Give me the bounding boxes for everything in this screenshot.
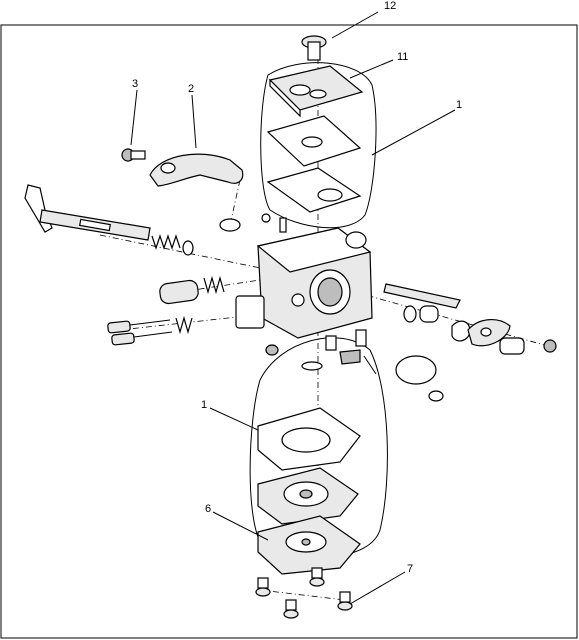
throttle-lever-part [149, 153, 244, 187]
center-line-bottom-screws [259, 589, 346, 601]
throttle-shaft-part [24, 184, 151, 241]
leader-line-1-lower [209, 407, 259, 431]
callout-2: 2 [188, 83, 194, 95]
bottom-screw-part-1 [255, 577, 271, 597]
leader-line-3 [130, 89, 138, 146]
choke-plug-part [159, 279, 199, 305]
leader-line-11 [349, 59, 394, 79]
carburetor-body-part [235, 227, 373, 339]
lower-gasket-group-outline [249, 337, 388, 558]
spring-part-1 [151, 234, 194, 256]
callout-7: 7 [407, 563, 413, 575]
small-screw-part [121, 148, 146, 162]
callout-3: 3 [132, 78, 138, 90]
spring-part-2 [203, 275, 225, 295]
leader-line-7 [349, 571, 406, 605]
bottom-screw-part-4 [337, 591, 353, 611]
pump-diaphragm-part [266, 167, 362, 213]
leader-line-1-upper [371, 109, 456, 156]
choke-lever-part [467, 319, 511, 347]
choke-pin-part [499, 337, 557, 355]
pump-cover-part [268, 65, 364, 118]
choke-shaft-part [383, 283, 471, 342]
adjustment-screw-part-1 [107, 319, 171, 334]
leader-line-6 [212, 511, 269, 541]
round-plate-part [395, 355, 444, 402]
metering-diaphragm-part [257, 467, 359, 525]
top-screw-part [301, 35, 327, 61]
upper-gasket-group-outline [260, 62, 377, 229]
bottom-screw-part-2 [309, 567, 325, 587]
fitting-part [219, 213, 287, 356]
diagram-border [0, 24, 578, 639]
callout-11: 11 [397, 51, 408, 63]
callout-1-upper: 1 [456, 99, 462, 111]
callout-1-lower: 1 [201, 399, 207, 411]
leader-line-2 [191, 94, 197, 149]
metering-cover-part [257, 515, 361, 575]
pump-gasket-part [266, 115, 362, 167]
spring-part-3 [175, 315, 193, 335]
callout-6: 6 [205, 503, 211, 515]
needle-valve-part [301, 329, 377, 375]
adjustment-screw-part-2 [111, 331, 173, 346]
metering-gasket-part [257, 407, 361, 471]
center-line-shaft [99, 234, 271, 271]
center-line-lever [229, 179, 241, 226]
callout-12: 12 [384, 0, 396, 12]
leader-line-12 [331, 11, 379, 39]
bottom-screw-part-3 [283, 599, 299, 619]
